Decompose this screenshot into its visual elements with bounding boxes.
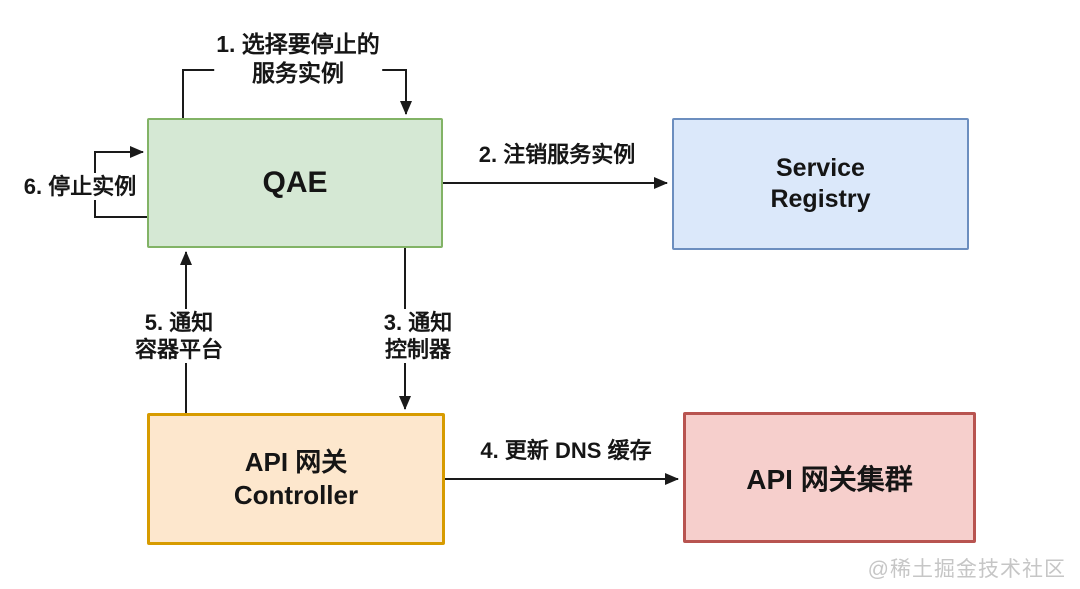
edge-label-stop-instance: 6. 停止实例 [21,173,139,200]
node-service-registry: Service Registry [672,118,969,250]
node-qae: QAE [147,118,443,248]
edge-label-notify-container-platform: 5. 通知 容器平台 [132,309,226,363]
watermark: @稀土掘金技术社区 [867,558,1066,581]
edge-label-deregister-instance: 2. 注销服务实例 [476,141,638,168]
node-api-gateway-controller: API 网关 Controller [147,413,445,545]
edge-label-select-instances: 1. 选择要停止的 服务实例 [214,30,382,88]
edge-label-notify-controller: 3. 通知 控制器 [381,309,455,363]
node-api-gateway-cluster: API 网关集群 [683,412,976,543]
edge-label-update-dns-cache: 4. 更新 DNS 缓存 [478,437,654,464]
